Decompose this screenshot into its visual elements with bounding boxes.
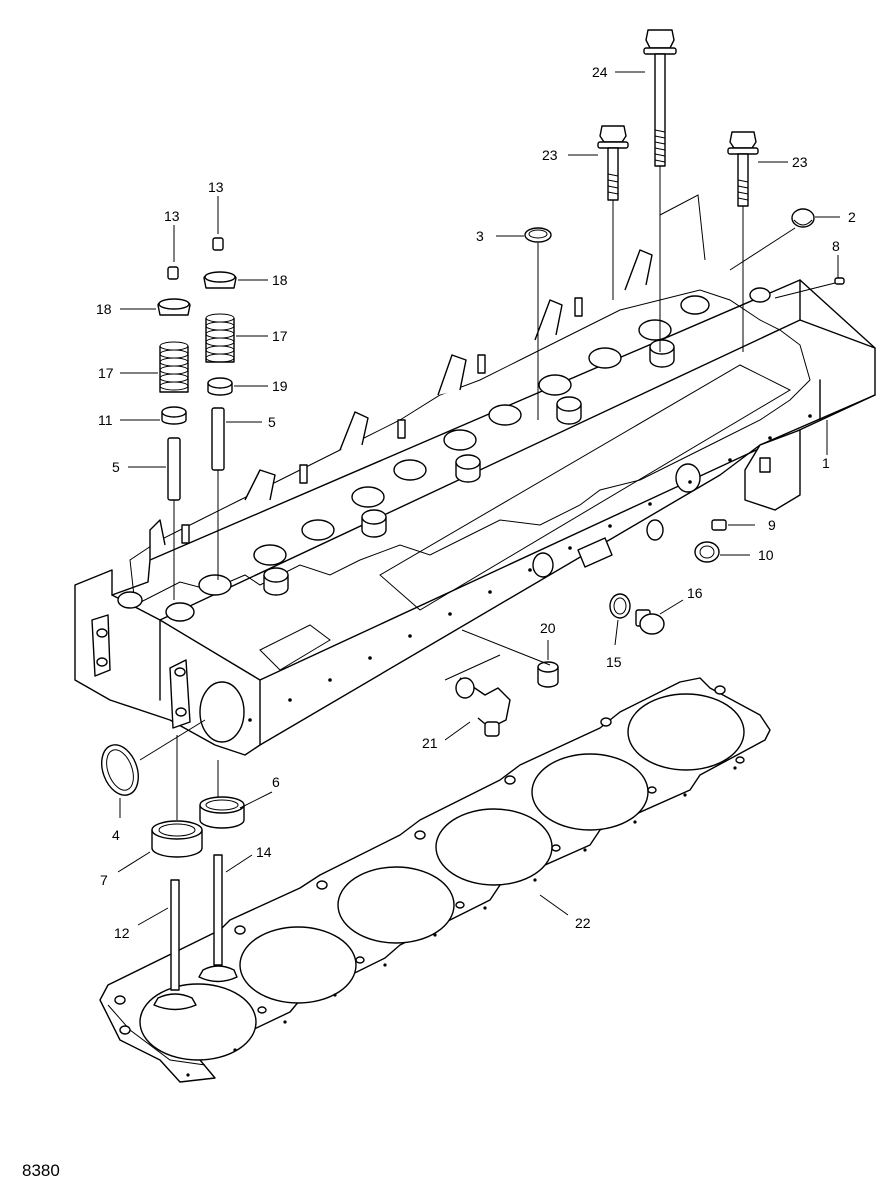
callout-6: 6 (272, 774, 280, 790)
valve-seat-insert-7 (151, 820, 203, 858)
callout-21: 21 (422, 735, 438, 751)
callout-13-left: 13 (164, 208, 180, 224)
intake-valve (153, 879, 197, 1011)
callout-23-left: 23 (542, 147, 558, 163)
seal-ring-3 (524, 227, 552, 243)
callout-5-left: 5 (112, 459, 120, 475)
callout-4: 4 (112, 827, 120, 843)
pin-8 (834, 277, 845, 285)
callout-14: 14 (256, 844, 272, 860)
callout-7: 7 (100, 872, 108, 888)
plug-2 (791, 208, 815, 228)
head-gasket (99, 677, 771, 1083)
callout-18-right: 18 (272, 272, 288, 288)
gasket-holes (114, 685, 745, 1035)
callout-5-right: 5 (268, 414, 276, 430)
plug-9 (711, 519, 727, 531)
plug-20 (537, 661, 559, 688)
valve-bores (117, 287, 771, 622)
exhaust-valve (198, 854, 238, 983)
head-bolt-23-right (727, 131, 759, 207)
callout-23-right: 23 (792, 154, 808, 170)
head-bolt-23-left (597, 125, 629, 201)
callout-22: 22 (575, 915, 591, 931)
sensor-21 (455, 677, 511, 737)
plug-16 (635, 609, 665, 635)
callout-2: 2 (848, 209, 856, 225)
head-bolt-24 (643, 29, 677, 167)
callout-3: 3 (476, 228, 484, 244)
callout-13-right: 13 (208, 179, 224, 195)
callout-19: 19 (272, 378, 288, 394)
callout-15: 15 (606, 654, 622, 670)
seal-ring-4 (101, 744, 139, 796)
valve-seat-insert-6 (199, 796, 245, 829)
callout-17-right: 17 (272, 328, 288, 344)
injector-bosses (263, 339, 675, 596)
rocker-pedestals (149, 249, 653, 560)
right-valve-stack (203, 237, 237, 471)
left-valve-stack (157, 266, 191, 501)
seal-ring-15 (609, 593, 631, 619)
callout-10: 10 (758, 547, 774, 563)
figure-number: 8380 (22, 1161, 60, 1180)
callouts: 2 3 8 1 9 10 16 15 20 21 22 24 23 23 13 … (96, 64, 856, 941)
gasket-dots (186, 766, 737, 1077)
side-rail-holes (248, 414, 812, 722)
cylinder-head (74, 249, 876, 756)
callout-12: 12 (114, 925, 130, 941)
callout-8: 8 (832, 238, 840, 254)
callout-18-left: 18 (96, 301, 112, 317)
callout-9: 9 (768, 517, 776, 533)
plug-10 (694, 541, 720, 563)
callout-1: 1 (822, 455, 830, 471)
callout-24: 24 (592, 64, 608, 80)
callout-11: 11 (98, 412, 113, 428)
callout-16: 16 (687, 585, 703, 601)
callout-20: 20 (540, 620, 556, 636)
callout-17-left: 17 (98, 365, 114, 381)
